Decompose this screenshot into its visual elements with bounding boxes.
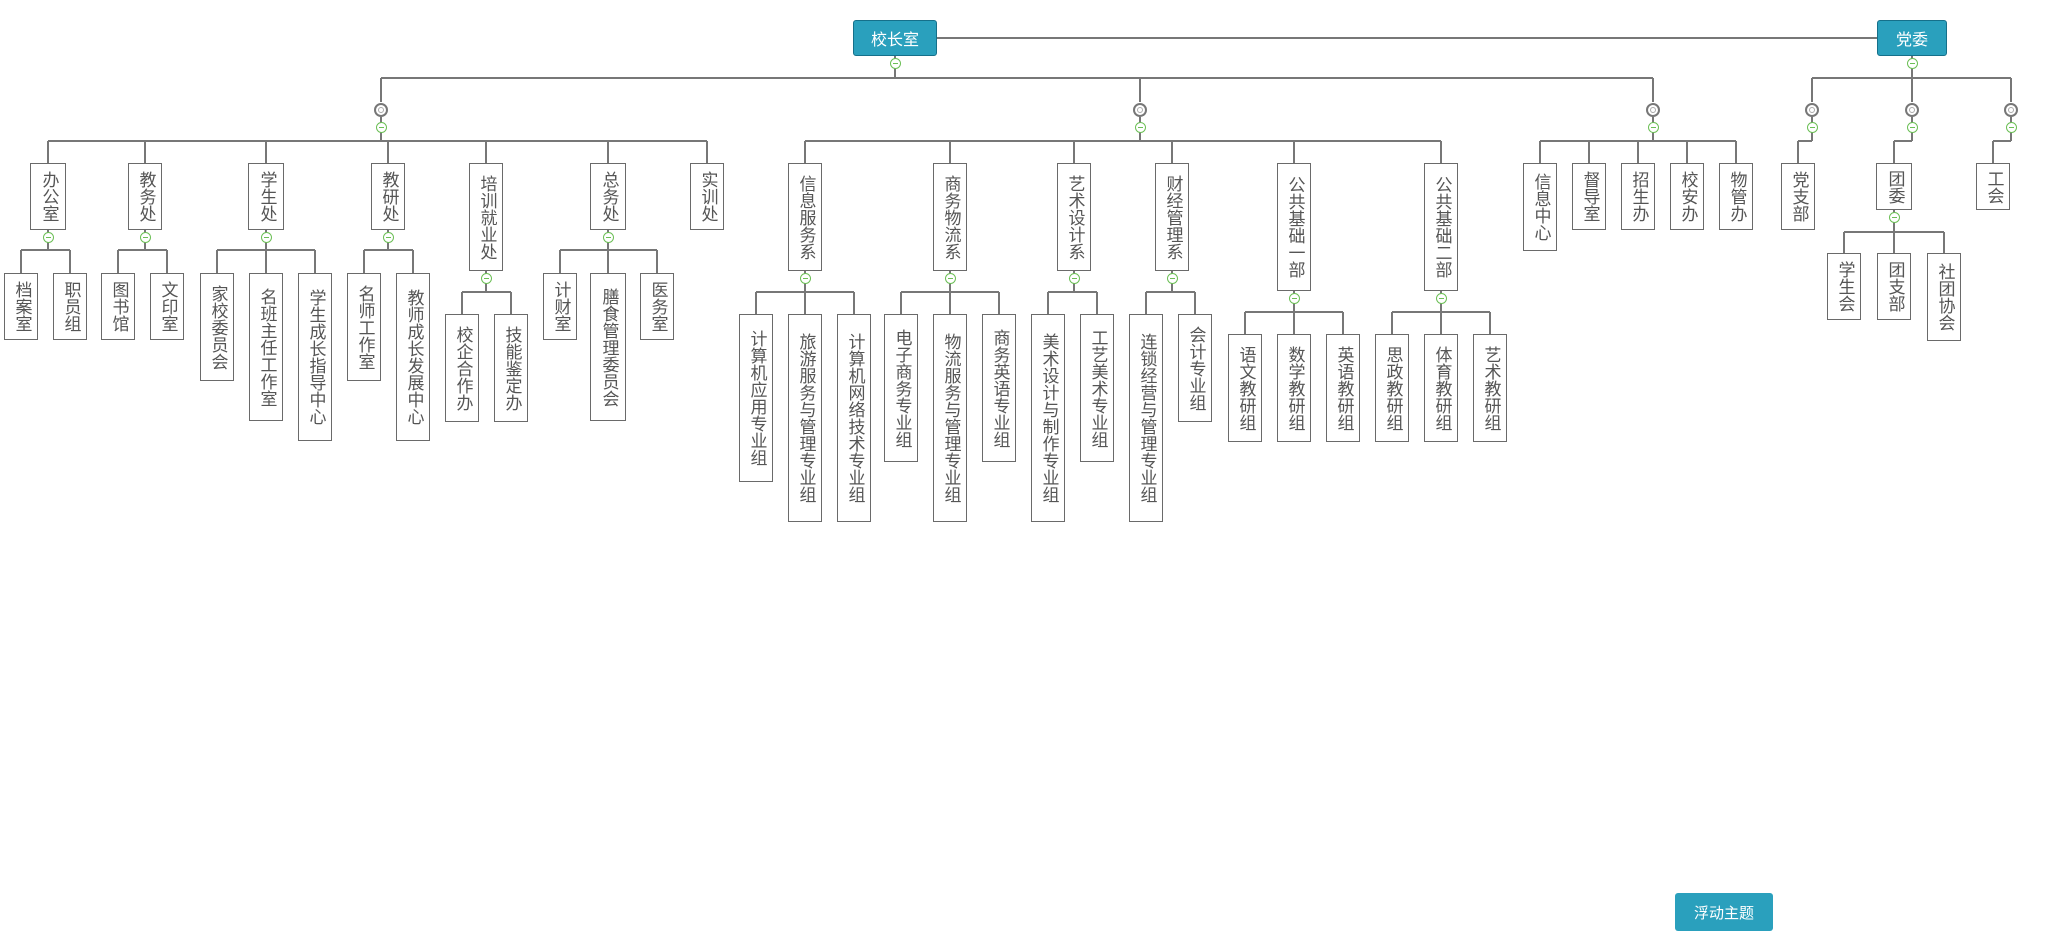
node-yiwushi[interactable]: 医务室	[640, 273, 674, 340]
node-xueshenghui[interactable]: 学生会	[1827, 253, 1861, 320]
node-tuanwei[interactable]: 团委	[1876, 163, 1912, 210]
node-gonggongerbu[interactable]: 公共基础二部	[1424, 163, 1458, 291]
node-kuaiji[interactable]: 会计专业组	[1178, 314, 1212, 422]
collapse-toggle-icon[interactable]	[1166, 272, 1178, 284]
collapse-toggle-icon[interactable]	[889, 57, 901, 69]
node-dudaoshi[interactable]: 督导室	[1572, 163, 1606, 230]
collapse-toggle-icon[interactable]	[1647, 121, 1659, 133]
node-wenyinshi[interactable]: 文印室	[150, 273, 184, 340]
hub-circle-icon[interactable]	[1905, 103, 1919, 117]
collapse-toggle-icon[interactable]	[1888, 211, 1900, 223]
node-xueshengchengzhang[interactable]: 学生成长指导中心	[298, 273, 332, 441]
node-jiaowuchu[interactable]: 教务处	[128, 163, 162, 230]
node-xueshengchu[interactable]: 学生处	[248, 163, 284, 230]
node-tushuguan[interactable]: 图书馆	[101, 273, 135, 340]
collapse-toggle-icon[interactable]	[480, 272, 492, 284]
node-shuxue[interactable]: 数学教研组	[1277, 334, 1311, 442]
collapse-toggle-icon[interactable]	[42, 231, 54, 243]
collapse-toggle-icon[interactable]	[1806, 121, 1818, 133]
node-wuguanban[interactable]: 物管办	[1719, 163, 1753, 230]
node-zhaoshengban[interactable]: 招生办	[1621, 163, 1655, 230]
collapse-toggle-icon[interactable]	[1134, 121, 1146, 133]
node-bangongshi[interactable]: 办公室	[30, 163, 66, 230]
node-mingshigongzuoshi[interactable]: 名师工作室	[347, 273, 381, 381]
node-jisuanjiwangluo[interactable]: 计算机网络技术专业组	[837, 314, 871, 522]
node-jiaxiaoweiyuanhui[interactable]: 家校委员会	[200, 273, 234, 381]
node-tuanzhibu[interactable]: 团支部	[1877, 253, 1911, 320]
node-wuliufuwu[interactable]: 物流服务与管理专业组	[933, 314, 967, 522]
node-jinengjiandingban[interactable]: 技能鉴定办	[494, 314, 528, 422]
node-meishusheji[interactable]: 美术设计与制作专业组	[1031, 314, 1065, 522]
root-party-committee[interactable]: 党委	[1877, 20, 1947, 56]
node-xiaoqihezuoban[interactable]: 校企合作办	[445, 314, 479, 422]
node-jicaishi[interactable]: 计财室	[543, 273, 577, 340]
collapse-toggle-icon[interactable]	[2005, 121, 2017, 133]
node-caijingguanlixi[interactable]: 财经管理系	[1155, 163, 1189, 271]
node-shangwuyingyu[interactable]: 商务英语专业组	[982, 314, 1016, 462]
node-shangwuwuliuxi[interactable]: 商务物流系	[933, 163, 967, 271]
collapse-toggle-icon[interactable]	[602, 231, 614, 243]
node-danganshi[interactable]: 档案室	[4, 273, 38, 340]
collapse-toggle-icon[interactable]	[260, 231, 272, 243]
collapse-toggle-icon[interactable]	[944, 272, 956, 284]
collapse-toggle-icon[interactable]	[382, 231, 394, 243]
hub-circle-icon[interactable]	[1646, 103, 1660, 117]
hub-circle-icon[interactable]	[374, 103, 388, 117]
node-yishujiaoyan[interactable]: 艺术教研组	[1473, 334, 1507, 442]
node-shetuanxiehui[interactable]: 社团协会	[1927, 253, 1961, 341]
collapse-toggle-icon[interactable]	[1906, 121, 1918, 133]
node-jiaoyanchu[interactable]: 教研处	[371, 163, 405, 230]
node-yingyu[interactable]: 英语教研组	[1326, 334, 1360, 442]
collapse-toggle-icon[interactable]	[1435, 292, 1447, 304]
collapse-toggle-icon[interactable]	[1906, 57, 1918, 69]
node-xinxifuwuxi[interactable]: 信息服务系	[788, 163, 822, 271]
node-dianzishangwu[interactable]: 电子商务专业组	[884, 314, 918, 462]
root-principal-office[interactable]: 校长室	[853, 20, 937, 56]
node-jisuanjiyingyong[interactable]: 计算机应用专业组	[739, 314, 773, 482]
node-liansuojingying[interactable]: 连锁经营与管理专业组	[1129, 314, 1163, 522]
hub-circle-icon[interactable]	[2004, 103, 2018, 117]
node-xiaoanban[interactable]: 校安办	[1670, 163, 1704, 230]
node-tiyu[interactable]: 体育教研组	[1424, 334, 1458, 442]
node-mingbanzhuren[interactable]: 名班主任工作室	[249, 273, 283, 421]
node-yuwen[interactable]: 语文教研组	[1228, 334, 1262, 442]
node-shixunchu[interactable]: 实训处	[690, 163, 724, 230]
node-gongyimeishu[interactable]: 工艺美术专业组	[1080, 314, 1114, 462]
node-jiaoshichengzhang[interactable]: 教师成长发展中心	[396, 273, 430, 441]
node-sizheng[interactable]: 思政教研组	[1375, 334, 1409, 442]
floating-topic-button[interactable]: 浮动主题	[1675, 893, 1773, 931]
collapse-toggle-icon[interactable]	[1068, 272, 1080, 284]
node-shanshiguanli[interactable]: 膳食管理委员会	[590, 273, 626, 421]
hub-circle-icon[interactable]	[1805, 103, 1819, 117]
collapse-toggle-icon[interactable]	[799, 272, 811, 284]
node-dangzhibu[interactable]: 党支部	[1781, 163, 1815, 230]
node-zhiyuanzu[interactable]: 职员组	[53, 273, 87, 340]
node-gonghui[interactable]: 工会	[1976, 163, 2010, 210]
collapse-toggle-icon[interactable]	[139, 231, 151, 243]
node-gonggongyibu[interactable]: 公共基础一部	[1277, 163, 1311, 291]
node-xinxizhongxin[interactable]: 信息中心	[1523, 163, 1557, 251]
collapse-toggle-icon[interactable]	[375, 121, 387, 133]
node-zongwuchu[interactable]: 总务处	[590, 163, 626, 230]
collapse-toggle-icon[interactable]	[1288, 292, 1300, 304]
node-yishushejixi[interactable]: 艺术设计系	[1057, 163, 1091, 271]
hub-circle-icon[interactable]	[1133, 103, 1147, 117]
node-peixunjiuyechu[interactable]: 培训就业处	[469, 163, 503, 271]
node-lvyoufuwu[interactable]: 旅游服务与管理专业组	[788, 314, 822, 522]
